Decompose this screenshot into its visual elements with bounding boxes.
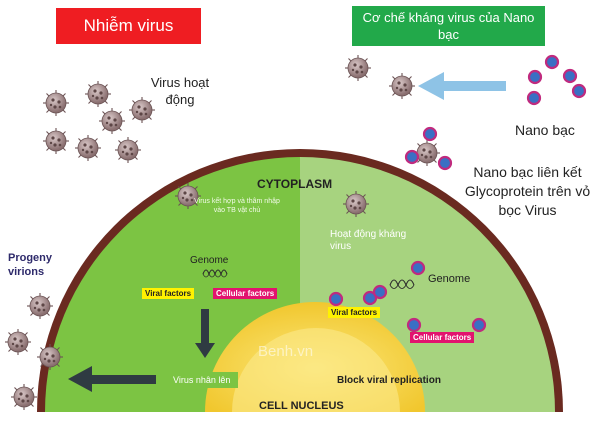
header-mechanism: Cơ chế kháng virus của Nano bạc [352, 6, 545, 46]
cellular-factors-left: Cellular factors [213, 288, 278, 299]
virus-entry-text: Virus kết hợp và thâm nhập vào TB vật ch… [194, 198, 280, 214]
progeny-virions-label: Progeny virions [8, 252, 53, 278]
block-replication-text: Block viral replication [337, 375, 441, 386]
cytoplasm-title: CYTOPLASM [257, 177, 333, 191]
watermark: Benh.vn [258, 343, 313, 360]
virus-replication-box: Virus nhân lên [165, 372, 239, 388]
nano-silver-label: Nano bạc [515, 122, 575, 138]
genome-icon [389, 279, 415, 289]
antiviral-text: Hoạt động kháng virus [330, 229, 407, 252]
header-infection: Nhiễm virus [56, 8, 201, 44]
genome-label-right: Genome [428, 273, 471, 285]
viral-factors-left: Viral factors [142, 288, 195, 299]
active-virus-label: Virus hoạt động [150, 75, 210, 107]
arrow-left-icon [418, 72, 506, 100]
nano-bound-label: Nano bạc liên kết Glycoprotein trên vỏ b… [464, 164, 591, 218]
genome-label-left: Genome [190, 255, 229, 266]
arrow-left-dark-icon [68, 366, 156, 392]
cellular-factors-right: Cellular factors [410, 332, 475, 343]
genome-icon [202, 269, 228, 278]
arrow-down-icon [195, 309, 215, 358]
nano-silver-icon [526, 54, 587, 106]
cell-nucleus-title: CELL NUCLEUS [259, 400, 344, 412]
cell-body [37, 149, 563, 412]
viral-factors-right: Viral factors [328, 307, 381, 318]
